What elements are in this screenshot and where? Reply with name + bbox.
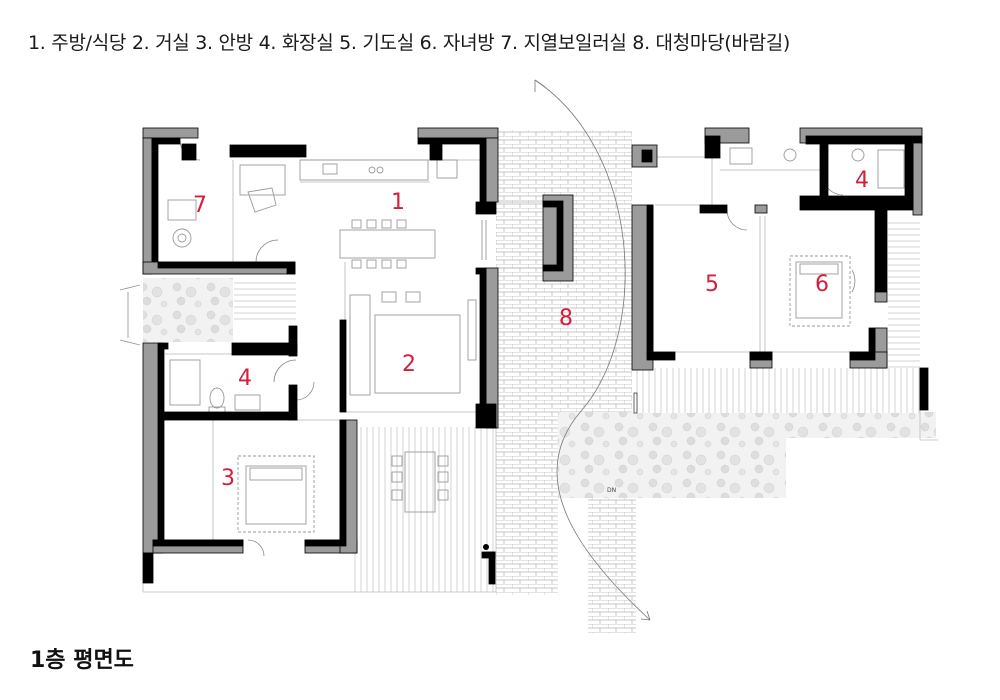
circulation-arrow [534,79,651,621]
room-number-bathroom-annex: 4 [855,168,869,193]
gate-post [633,392,638,414]
plan-caption: 1층 평면도 [30,648,134,673]
room-number-courtyard: 8 [559,306,573,331]
walls [142,127,929,585]
stair-label: DN [607,487,616,494]
room-number-living: 2 [402,352,416,377]
room-number-prayer-room: 5 [705,272,719,297]
room-number-bathroom-main: 4 [238,366,252,391]
wooden-deck [234,220,920,592]
room-number-kitchen: 1 [391,190,405,215]
room-number-boiler-room: 7 [193,193,207,218]
furniture [119,147,905,533]
room-legend: 1. 주방/식당 2. 거실 3. 안방 4. 화장실 5. 기도실 6. 자녀… [28,32,791,54]
stone-garden [143,278,936,498]
room-number-children-room: 6 [815,272,829,297]
room-number-master-bedroom: 3 [221,466,235,491]
